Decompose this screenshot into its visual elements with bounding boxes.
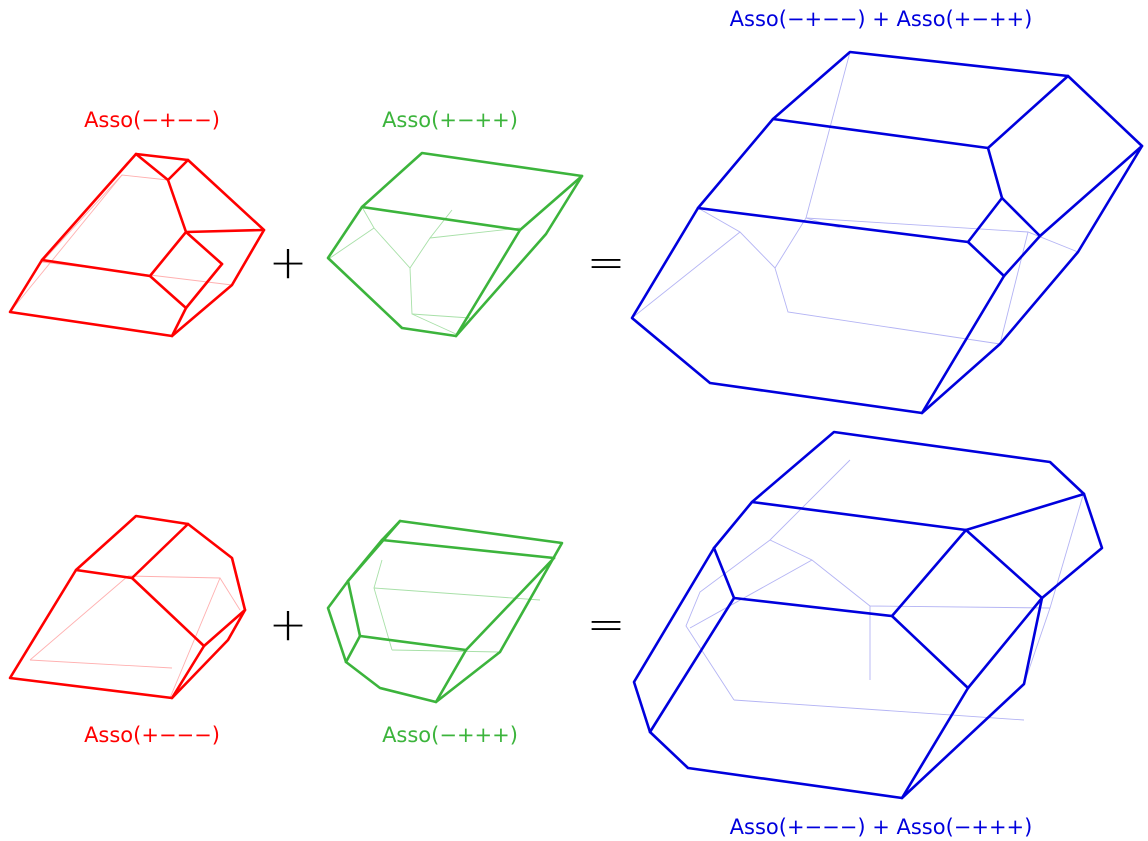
- asso-label-row1-left: Asso(−+−−): [84, 108, 220, 132]
- equals-sign-row1: =: [587, 235, 626, 289]
- green-associahedron-1: [326, 151, 584, 338]
- plus-sign-row1: +: [269, 235, 308, 289]
- red-associahedron-2: [8, 514, 247, 700]
- asso-label-row2-sum: Asso(+−−−) + Asso(−+++): [730, 815, 1033, 839]
- blue-sum-polytope-2: [632, 430, 1104, 800]
- red-associahedron-1: [8, 152, 266, 338]
- blue-sum-polytope-1: [630, 50, 1144, 415]
- green-associahedron-2: [326, 519, 564, 704]
- asso-label-row1-middle: Asso(+−++): [382, 108, 518, 132]
- asso-label-row2-left: Asso(+−−−): [84, 723, 220, 747]
- asso-label-row2-middle: Asso(−+++): [382, 723, 518, 747]
- plus-sign-row2: +: [269, 597, 308, 651]
- asso-label-row1-sum: Asso(−+−−) + Asso(+−++): [730, 7, 1033, 31]
- equals-sign-row2: =: [587, 597, 626, 651]
